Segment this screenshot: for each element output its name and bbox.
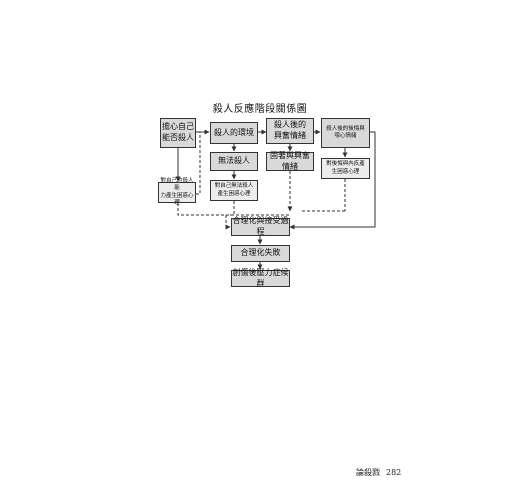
- node-rational-fail: 合理化失敗: [231, 245, 290, 262]
- footer-label: 論殺戮: [356, 468, 380, 477]
- arrow-remorse-to-rationalize: [289, 131, 376, 230]
- page-footer: 論殺戮 282: [356, 467, 401, 478]
- node-after-remorse: 殺人後的後悔與 噁心情緒: [321, 118, 370, 148]
- dashed-guilt-to-worry: [196, 132, 201, 195]
- node-cannot-kill: 無法殺人: [210, 152, 258, 171]
- node-after-excite: 殺人後的 興奮情緒: [266, 118, 314, 144]
- node-worry: 擔心自己 能否殺人: [160, 118, 196, 148]
- node-cannot-guilt: 對自己無法殺人 產生困惑心理: [210, 180, 258, 201]
- dashed-guilt-down: [177, 203, 225, 216]
- node-env: 殺人的環境: [210, 122, 258, 144]
- node-guilt-self: 對自己的殺人能 力產生困惑心理: [158, 178, 196, 206]
- node-fixate: 固著與興奮 情緒: [266, 151, 314, 171]
- page-number: 282: [386, 468, 402, 477]
- node-remorse-guilt: 對後悔與內疚產 生困惑心理: [321, 158, 370, 179]
- dashed-to-rationalize-left: [225, 215, 231, 230]
- diagram-title: 殺人反應階段關係圖: [212, 104, 308, 115]
- node-rationalize: 合理化與接受過程: [231, 216, 290, 236]
- node-ptsd: 創傷後壓力症候群: [231, 267, 290, 288]
- dashed-cannot-down: [226, 201, 235, 216]
